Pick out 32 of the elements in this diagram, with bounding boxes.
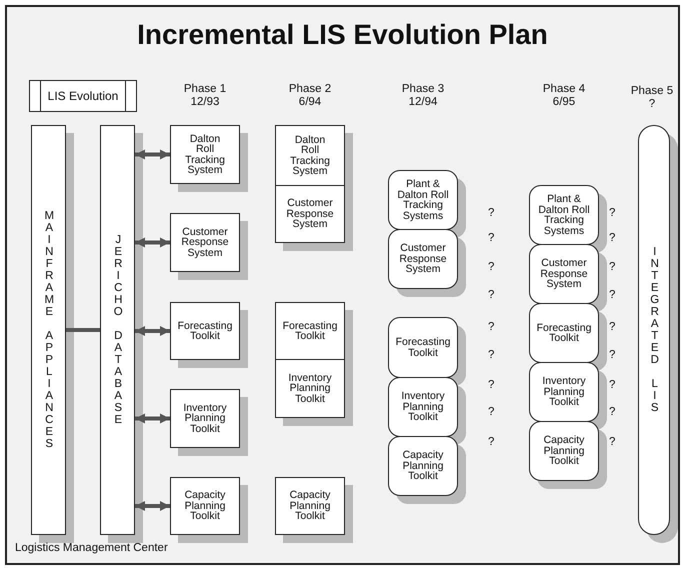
question-mark: ? [609,406,616,419]
question-mark: ? [609,232,616,245]
question-mark: ? [488,406,494,419]
question-mark: ? [488,321,494,334]
question-mark: ? [609,349,616,362]
question-mark: ? [609,436,616,449]
question-mark: ? [488,436,494,449]
connector-line [66,328,100,332]
question-mark: ? [488,349,494,362]
phase-heading: Phase 1 12/93 [182,83,228,108]
framed-box: LIS Evolution [29,80,137,112]
phase-heading: Phase 2 6/94 [288,83,332,108]
question-mark: ? [609,207,616,220]
question-mark: ? [488,261,494,274]
title: Incremental LIS Evolution Plan [136,19,549,51]
question-mark: ? [488,289,494,302]
question-mark: ? [488,207,494,220]
question-mark: ? [609,289,616,302]
double-arrow [135,326,170,336]
double-arrow [135,414,170,424]
question-mark: ? [488,379,494,392]
double-arrow [135,150,170,160]
phase-heading: Phase 3 12/94 [400,83,446,108]
question-mark: ? [488,232,494,245]
question-mark: ? [609,379,616,392]
footer-text: Logistics Management Center [15,542,168,555]
phase-heading: Phase 5 ? [630,85,674,110]
double-arrow [135,238,170,248]
double-arrow [135,501,170,511]
phase-heading: Phase 4 6/95 [542,83,586,108]
question-mark: ? [609,261,616,274]
question-mark: ? [609,321,616,334]
